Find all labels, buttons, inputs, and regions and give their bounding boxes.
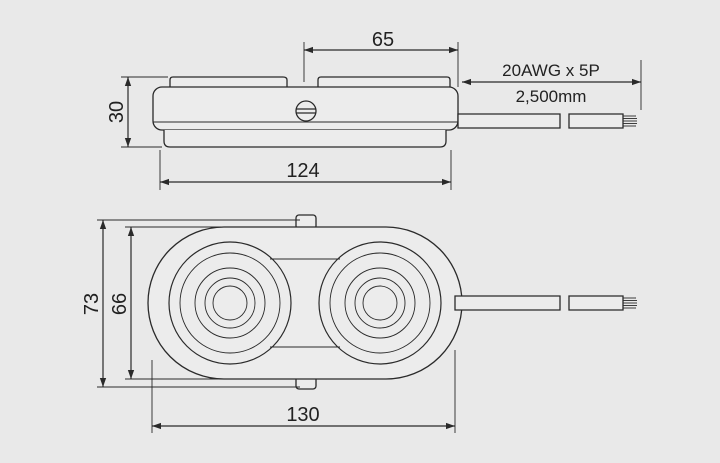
dim-66: 66 <box>109 226 226 380</box>
top-body <box>147 226 463 380</box>
cable-callout: 20AWG x 5P 2,500mm <box>462 60 642 110</box>
dim-73-label: 73 <box>81 293 103 315</box>
top-cable-strands <box>623 297 637 309</box>
dim-65: 65 <box>303 29 459 87</box>
side-lens-right <box>317 76 451 89</box>
side-foot <box>163 130 447 148</box>
cable-length-label: 2,500mm <box>516 87 587 106</box>
right-lens <box>318 241 442 365</box>
top-view <box>147 214 637 390</box>
dim-124-label: 124 <box>286 160 319 182</box>
dim-130-label: 130 <box>286 404 319 426</box>
top-cable <box>454 295 637 311</box>
dim-73: 73 <box>81 219 300 388</box>
side-screw <box>295 100 317 122</box>
side-lens-left <box>169 76 288 89</box>
dim-30: 30 <box>106 76 168 148</box>
dim-30-label: 30 <box>106 101 128 123</box>
dim-65-label: 65 <box>372 29 394 51</box>
cable-spec-label: 20AWG x 5P <box>502 61 600 80</box>
side-view <box>152 76 637 148</box>
dim-130: 130 <box>151 350 456 433</box>
dim-66-label: 66 <box>109 293 131 315</box>
side-cable <box>457 113 637 129</box>
left-lens <box>168 241 292 365</box>
side-cable-strands <box>623 115 637 127</box>
dim-124: 124 <box>159 150 452 190</box>
